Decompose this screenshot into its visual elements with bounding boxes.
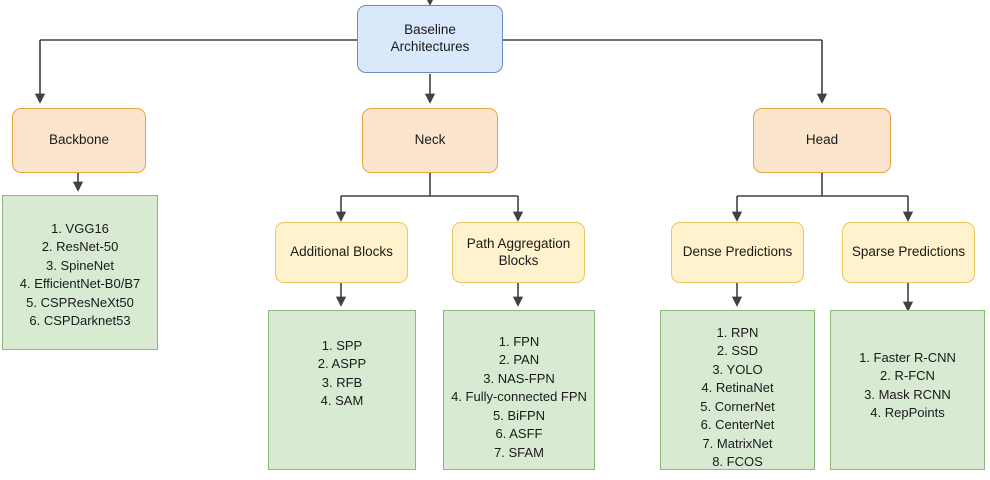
list-item: 1. Faster R-CNN [859,350,956,365]
list-item: 3. SpineNet [46,257,114,273]
node-label: Dense Predictions [682,244,793,260]
leaf-additional-blocks-models: 1. SPP 2. ASPP 3. RFB 4. SAM [268,310,416,470]
list-item: 3. NAS-FPN [483,370,555,386]
list: 1. RPN 2. SSD 3. YOLO 4. RetinaNet 5. Corner… [700,324,774,472]
list-item: 5. BiFPN [492,407,545,423]
list-item: 2. ResNet-50 [41,239,119,255]
list-item: 4. Fully-connected FPN [451,389,587,405]
leaf-backbone-models: 1. VGG16 2. ResNet-50 3. SpineNet 4. Effici… [2,195,158,350]
list-item: 7. SFAM [494,444,544,460]
list-item: 4. EfficientNet-B0/B7 [19,276,141,292]
list-item: 1. RPN [716,325,759,340]
node-label: Neck [414,132,446,148]
list-item: 5. CSPResNeXt50 [26,294,134,310]
leaf-dense-prediction-models: 1. RPN 2. SSD 3. YOLO 4. RetinaNet 5. Corner… [660,310,815,470]
node-label: Head [805,132,839,148]
list: 1. VGG16 2. ResNet-50 3. SpineNet 4. Effici… [20,220,140,331]
leaf-sparse-prediction-models: 1. Faster R-CNN 2. R-FCN 3. Mask RCNN 4. Re… [830,310,985,470]
list-item: 2. SSD [716,343,759,359]
node-path-aggregation-blocks[interactable]: Path Aggregation Blocks [452,222,585,283]
node-dense-predictions[interactable]: Dense Predictions [671,222,804,283]
node-label: Backbone [48,132,110,148]
list-item: 3. YOLO [712,361,763,377]
list-item: 1. FPN [498,334,540,349]
list-item: 1. VGG16 [51,221,109,236]
node-baseline-architectures[interactable]: Baseline Architectures [357,5,503,73]
node-head[interactable]: Head [753,108,891,173]
node-additional-blocks[interactable]: Additional Blocks [275,222,408,283]
list: 1. Faster R-CNN 2. R-FCN 3. Mask RCNN 4. Re… [859,349,956,423]
list-item: 6. CSPDarknet53 [29,313,131,329]
list-item: 1. SPP [321,338,363,353]
node-neck[interactable]: Neck [362,108,498,173]
list-item: 4. RetinaNet [701,380,774,396]
list-item: 6. ASFF [495,426,543,442]
node-label: Path Aggregation Blocks [466,235,571,268]
list-item: 2. PAN [498,352,540,368]
list-item: 4. RepPoints [870,405,945,421]
list-item: 8. FCOS [712,454,763,470]
node-label: Baseline Architectures [390,22,470,54]
node-backbone[interactable]: Backbone [12,108,146,173]
node-label: Sparse Predictions [851,244,966,260]
list-item: 6. CenterNet [700,417,775,433]
node-sparse-predictions[interactable]: Sparse Predictions [842,222,975,283]
list-item: 5. CornerNet [700,398,775,414]
list-item: 3. Mask RCNN [864,386,951,402]
list-item: 2. R-FCN [880,368,935,384]
node-label: Additional Blocks [290,244,393,260]
list-item: 4. SAM [320,393,364,409]
list: 1. FPN 2. PAN 3. NAS-FPN 4. Fully-connected… [451,333,587,462]
list: 1. SPP 2. ASPP 3. RFB 4. SAM [318,337,366,411]
list-item: 2. ASPP [317,356,367,372]
list-item: 7. MatrixNet [702,435,773,451]
list-item: 3. RFB [321,374,363,390]
leaf-path-aggregation-models: 1. FPN 2. PAN 3. NAS-FPN 4. Fully-connected… [443,310,595,470]
